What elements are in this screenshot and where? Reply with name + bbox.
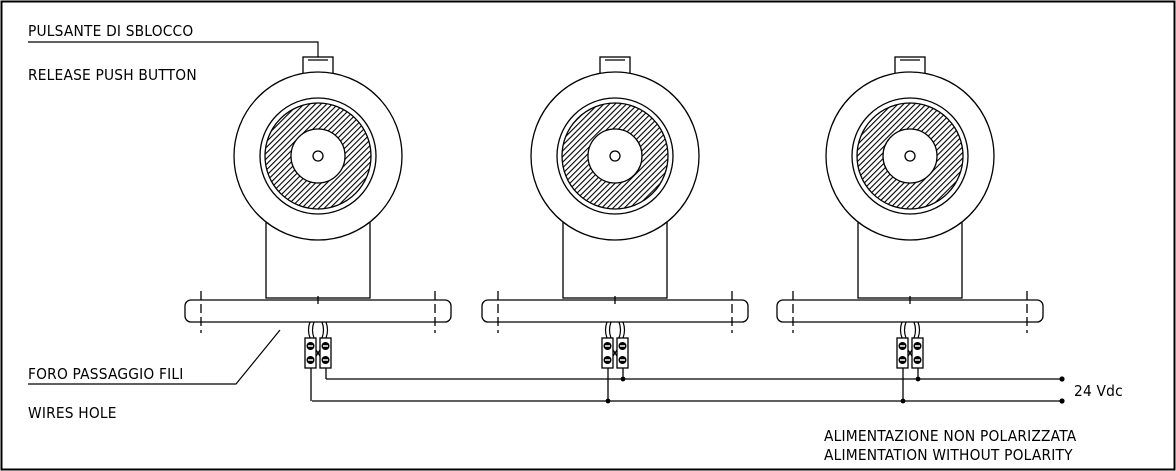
terminal-block — [616, 337, 629, 369]
release-button-label-en: RELEASE PUSH BUTTON — [28, 66, 197, 84]
wires-hole-label-en: WIRES HOLE — [28, 404, 117, 422]
terminal-block — [896, 337, 909, 369]
electromagnet-holder-1 — [184, 56, 452, 401]
bus-terminal-upper — [1059, 376, 1065, 382]
electromagnet-holder-3 — [776, 56, 1044, 404]
magnet-center-hole — [312, 150, 324, 162]
wires-hole-label-it: FORO PASSAGGIO FILI — [28, 365, 184, 383]
terminal-block — [601, 337, 614, 369]
terminal-block — [319, 337, 332, 369]
electromagnet-holder-2 — [481, 56, 749, 404]
power-label-it: ALIMENTAZIONE NON POLARIZZATA — [824, 427, 1077, 445]
magnet-center-hole — [904, 150, 916, 162]
voltage-label: 24 Vdc — [1074, 382, 1123, 400]
magnet-center-hole — [609, 150, 621, 162]
release-button-label-it: PULSANTE DI SBLOCCO — [28, 22, 194, 40]
bus-terminal-lower — [1059, 398, 1065, 404]
terminal-block — [304, 337, 317, 369]
wires-hole-leader — [28, 329, 281, 385]
terminal-block — [911, 337, 924, 369]
release-button-leader — [28, 41, 319, 57]
power-label-en: ALIMENTATION WITHOUT POLARITY — [824, 446, 1073, 464]
